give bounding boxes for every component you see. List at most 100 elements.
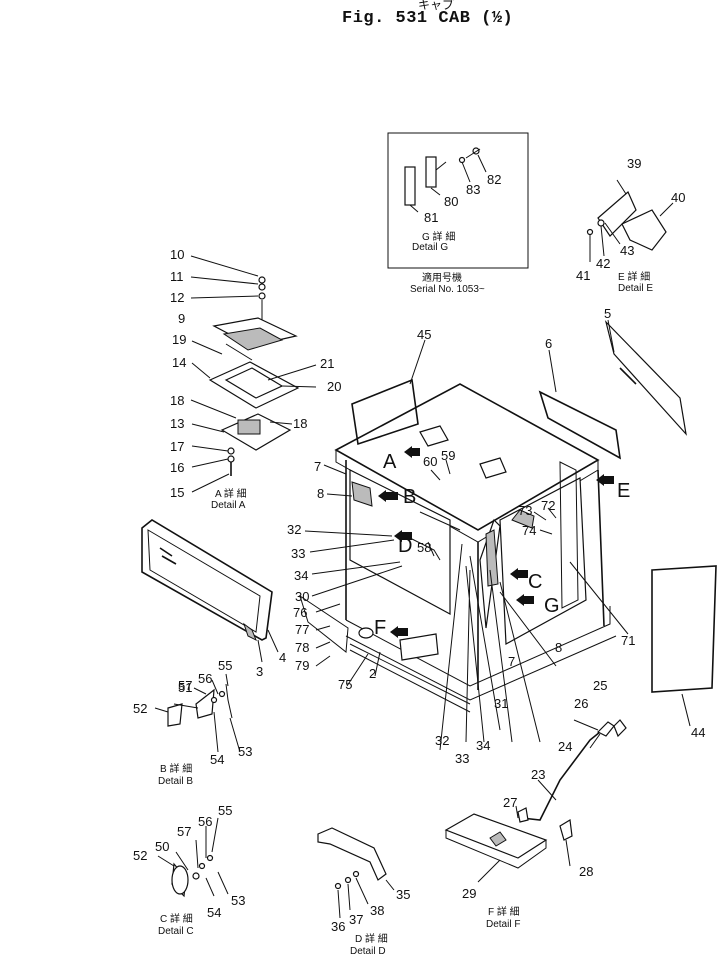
callout-7-left: 7 [314, 459, 321, 474]
callout-44: 44 [691, 725, 705, 740]
detail-f-group: F 詳 細 Detail F [444, 719, 627, 930]
detail-g-jp: G 詳 細 [422, 230, 455, 243]
callout-54-b: 54 [210, 752, 224, 767]
callout-57-b: 57 [178, 678, 192, 693]
door-panel-group [141, 519, 279, 663]
callout-50: 50 [155, 839, 169, 854]
callout-29: 29 [462, 886, 476, 901]
callout-59: 59 [441, 448, 455, 463]
view-arrows: A B C D E F G [374, 446, 630, 639]
callout-33-bottom: 33 [455, 751, 469, 766]
callout-25: 25 [593, 678, 607, 693]
leader-lines [304, 459, 629, 751]
callout-6: 6 [545, 336, 552, 351]
bolt-10 [258, 276, 266, 284]
callout-11: 11 [170, 269, 184, 284]
mat-plate [399, 633, 439, 661]
plate-51 [195, 688, 215, 719]
callout-42: 42 [596, 256, 610, 271]
figure-title: キャブ Fig. 531 CAB (½) [0, 0, 721, 40]
callout-33-left: 33 [291, 546, 305, 561]
callout-58: 58 [417, 540, 431, 555]
arrow-e [596, 474, 614, 486]
callout-43: 43 [620, 243, 634, 258]
callout-82: 82 [487, 172, 501, 187]
arrow-c [510, 568, 528, 580]
bracket-80 [425, 156, 437, 188]
plate-39 [597, 191, 637, 237]
callout-8-right: 8 [555, 640, 562, 655]
callout-80: 80 [444, 194, 458, 209]
cap-25 [613, 719, 627, 738]
view-letter-b: B [403, 486, 416, 508]
detail-c-group: C 詳 細 Detail C [157, 817, 229, 937]
callout-51: 51 [178, 680, 192, 695]
callout-27: 27 [503, 795, 517, 810]
callout-15: 15 [170, 485, 184, 500]
title-kana: キャブ [418, 0, 455, 12]
callout-21: 21 [320, 356, 334, 371]
roof-plate [479, 457, 507, 479]
callout-56-c: 56 [198, 814, 212, 829]
detail-b-en: Detail B [158, 776, 193, 787]
handrail-35 [317, 827, 387, 881]
window-44 [651, 565, 717, 693]
detail-e-group: E 詳 細 Detail E [586, 179, 674, 294]
callout-39: 39 [627, 156, 641, 171]
arrow-a [404, 446, 420, 458]
callout-45: 45 [417, 327, 431, 342]
window-5 [604, 319, 687, 436]
washer-11 [258, 283, 266, 291]
callout-4: 4 [279, 650, 286, 665]
callout-57-c: 57 [177, 824, 191, 839]
handle-52 [167, 703, 183, 727]
callout-81: 81 [424, 210, 438, 225]
callout-9: 9 [178, 311, 185, 326]
callout-52-b: 52 [133, 701, 147, 716]
cab-body [299, 383, 617, 713]
callout-5: 5 [604, 306, 611, 321]
callout-55-c: 55 [218, 803, 232, 818]
detail-a-en: Detail A [211, 500, 246, 511]
callout-77: 77 [295, 622, 309, 637]
detail-f-en: Detail F [486, 919, 520, 930]
callout-56-b: 56 [198, 671, 212, 686]
windows-group [351, 319, 717, 727]
callout-16: 16 [170, 460, 184, 475]
callout-38: 38 [370, 903, 384, 918]
hatch-9-detail [222, 327, 284, 351]
callout-37: 37 [349, 912, 363, 927]
arrow-d [394, 530, 412, 542]
callout-74: 74 [522, 523, 536, 538]
arrow-g [516, 594, 534, 606]
fitting-24 [596, 721, 615, 737]
detail-g-frame [387, 132, 529, 269]
detail-c-en: Detail C [158, 926, 194, 937]
detail-c-jp: C 詳 細 [160, 912, 193, 925]
detail-b-jp: B 詳 細 [160, 762, 192, 775]
callout-41: 41 [576, 268, 590, 283]
callout-60: 60 [423, 454, 437, 469]
callout-18-right: 18 [293, 416, 307, 431]
callout-7-right: 7 [508, 654, 515, 669]
callout-23: 23 [531, 767, 545, 782]
arrow-b [378, 490, 398, 502]
callout-55-b: 55 [218, 658, 232, 673]
detail-e-jp: E 詳 細 [618, 270, 650, 283]
view-letter-g: G [544, 595, 560, 617]
callout-52-c: 52 [133, 848, 147, 863]
callout-8-left: 8 [317, 486, 324, 501]
callout-40: 40 [671, 190, 685, 205]
view-letter-c: C [528, 571, 542, 593]
detail-e-en: Detail E [618, 283, 653, 294]
clip-27 [517, 807, 529, 823]
detail-f-jp: F 詳 細 [488, 905, 520, 918]
serial-en: Serial No. 1053~ [410, 284, 485, 295]
window-45 [351, 378, 419, 446]
callout-54-c: 54 [207, 905, 221, 920]
bracket-40 [621, 209, 667, 251]
callout-24: 24 [558, 739, 572, 754]
callout-75: 75 [338, 677, 352, 692]
callout-34-bottom: 34 [476, 738, 490, 753]
detail-d-jp: D 詳 細 [355, 932, 388, 945]
